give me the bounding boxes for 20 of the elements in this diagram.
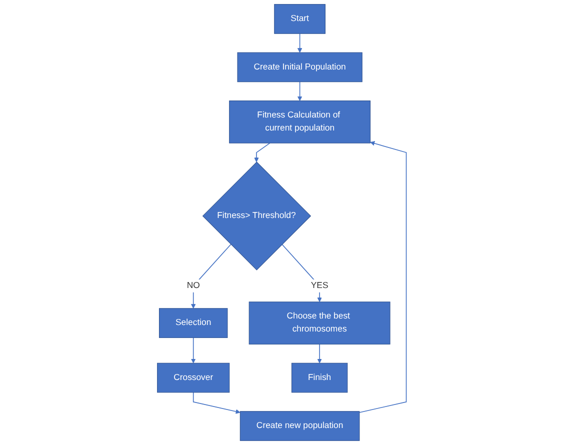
edge-label: YES — [310, 281, 328, 290]
node-box: Finish — [291, 362, 348, 393]
arrow — [190, 244, 231, 309]
arrow — [190, 337, 196, 364]
node-box: Create Initial Population — [236, 52, 362, 82]
edge-label: NO — [186, 281, 200, 290]
node-diamond: Fitness> Threshold? — [202, 162, 311, 270]
node-box: Crossover — [156, 362, 230, 393]
arrow — [316, 344, 322, 364]
arrow — [281, 244, 322, 302]
node-box: Start — [274, 4, 326, 34]
node-box: Fitness Calculation of current population — [228, 100, 370, 144]
node-box: Create new population — [240, 411, 360, 441]
arrow — [192, 392, 240, 414]
arrow — [358, 141, 406, 413]
node-box: Choose the best chromosomes — [248, 302, 390, 344]
node-box: Selection — [158, 308, 228, 338]
arrow — [297, 33, 302, 53]
arrow — [254, 142, 270, 162]
arrow — [297, 81, 302, 102]
